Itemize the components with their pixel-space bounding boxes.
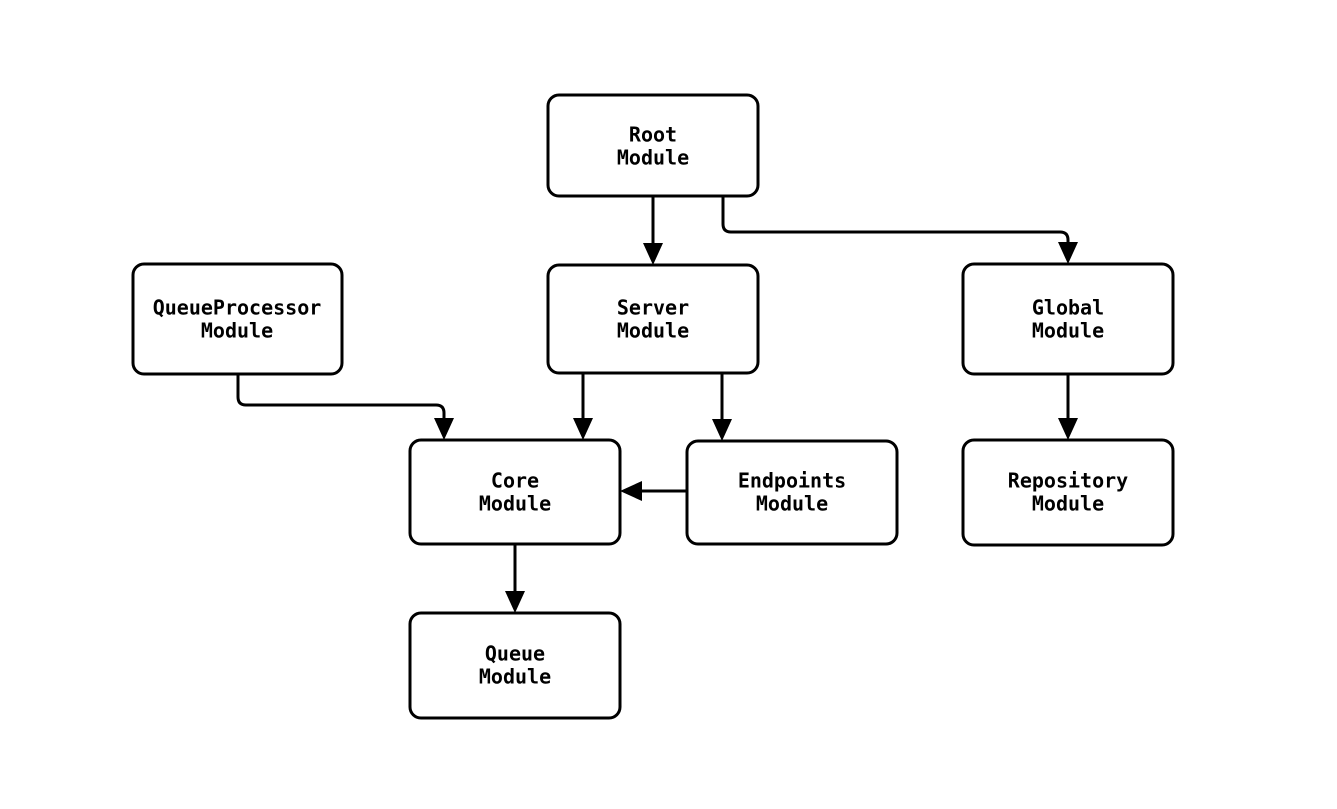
node-endpoints-module-label-line1: Endpoints xyxy=(738,469,846,493)
arrow-head-icon xyxy=(505,591,525,613)
node-queue-module-box[interactable] xyxy=(408,611,622,720)
edge-global-repository xyxy=(1058,374,1078,440)
node-repository-module-box[interactable] xyxy=(961,438,1175,547)
node-server-module-label-line1: Server xyxy=(617,296,689,320)
node-queue-module-label-line1: Queue xyxy=(485,642,545,666)
edge-server-endpoints xyxy=(712,373,732,441)
edge-root-server xyxy=(643,196,663,265)
node-root-module[interactable]: Root Module xyxy=(546,93,760,198)
node-global-module[interactable]: Global Module xyxy=(961,262,1175,376)
node-endpoints-module-label-line2: Module xyxy=(756,492,828,516)
node-queueprocessor-module-label-line1: QueueProcessor xyxy=(153,296,322,320)
arrow-head-icon xyxy=(620,481,642,501)
node-queue-module-label-line2: Module xyxy=(479,665,551,689)
arrow-head-icon xyxy=(573,418,593,440)
edge-endpoints-core xyxy=(620,481,687,501)
edge-root-global-line xyxy=(721,196,1070,248)
node-server-module-box[interactable] xyxy=(546,263,760,375)
node-core-module-label-line1: Core xyxy=(491,469,539,493)
edge-queueprocessor-core-line xyxy=(236,374,446,424)
node-core-module-box[interactable] xyxy=(408,438,622,546)
node-queueprocessor-module-label-line2: Module xyxy=(201,319,273,343)
node-global-module-label-line2: Module xyxy=(1032,319,1104,343)
node-root-module-box[interactable] xyxy=(546,93,760,198)
node-server-module[interactable]: Server Module xyxy=(546,263,760,375)
node-root-module-label-line1: Root xyxy=(629,123,677,147)
edge-root-global xyxy=(721,196,1078,264)
edge-core-queue xyxy=(505,544,525,613)
node-core-module-label-line2: Module xyxy=(479,492,551,516)
arrow-head-icon xyxy=(434,418,454,440)
arrow-head-icon xyxy=(1058,418,1078,440)
node-root-module-label-line2: Module xyxy=(617,146,689,170)
node-global-module-label-line1: Global xyxy=(1032,296,1104,320)
node-server-module-label-line2: Module xyxy=(617,319,689,343)
edge-queueprocessor-core xyxy=(236,374,454,440)
node-endpoints-module-box[interactable] xyxy=(685,439,899,546)
arrow-head-icon xyxy=(1058,242,1078,264)
node-queue-module[interactable]: Queue Module xyxy=(408,611,622,720)
arrow-head-icon xyxy=(712,419,732,441)
node-repository-module[interactable]: Repository Module xyxy=(961,438,1175,547)
node-global-module-box[interactable] xyxy=(961,262,1175,376)
node-queueprocessor-module-box[interactable] xyxy=(131,262,344,376)
arrow-head-icon xyxy=(643,243,663,265)
edge-server-core xyxy=(573,373,593,440)
node-queueprocessor-module[interactable]: QueueProcessor Module xyxy=(131,262,344,376)
node-core-module[interactable]: Core Module xyxy=(408,438,622,546)
node-endpoints-module[interactable]: Endpoints Module xyxy=(685,439,899,546)
node-repository-module-label-line1: Repository xyxy=(1008,469,1128,493)
node-repository-module-label-line2: Module xyxy=(1032,492,1104,516)
